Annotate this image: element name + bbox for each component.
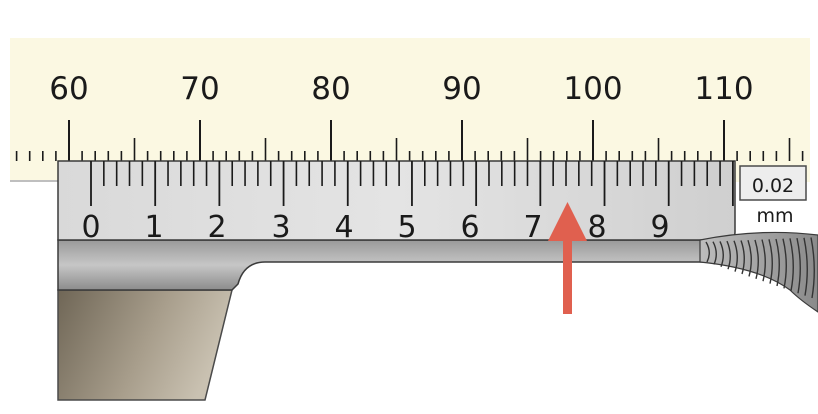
vernier-label-8: 8 — [587, 210, 606, 245]
main-label-110: 110 — [694, 71, 753, 107]
vernier-label-4: 4 — [334, 210, 353, 245]
vernier-label-5: 5 — [397, 210, 416, 245]
resolution-box — [739, 165, 807, 201]
vernier-scale-labels: 0 1 2 3 4 5 6 7 8 9 — [81, 210, 669, 245]
knurl-groove — [803, 237, 808, 296]
main-label-60: 60 — [49, 71, 88, 107]
knurl-groove — [768, 239, 773, 284]
slider-lower-bar — [57, 239, 721, 291]
thumb-wheel — [699, 231, 818, 313]
knurl-groove — [747, 239, 752, 277]
pointer-arrow-shaft — [563, 236, 572, 314]
vernier-label-0: 0 — [81, 210, 100, 245]
knurl-groove — [775, 238, 780, 287]
vernier-label-9: 9 — [650, 210, 669, 245]
vernier-scale-ticks — [90, 161, 734, 206]
knurl-groove — [810, 237, 815, 299]
main-label-70: 70 — [180, 71, 219, 107]
vernier-label-7: 7 — [523, 210, 542, 245]
main-scale-ticks — [15, 120, 804, 161]
vernier-label-1: 1 — [144, 210, 163, 245]
thumb-wheel-knurling — [705, 237, 815, 299]
knurl-groove — [789, 238, 794, 291]
knurl-groove — [712, 241, 717, 265]
knurl-groove — [733, 240, 738, 272]
main-label-80: 80 — [311, 71, 350, 107]
knurl-groove — [705, 241, 710, 263]
vernier-label-6: 6 — [460, 210, 479, 245]
pointer-arrow — [548, 202, 587, 314]
knurl-groove — [726, 240, 731, 270]
main-label-90: 90 — [442, 71, 481, 107]
knurl-groove — [719, 241, 724, 268]
knurl-groove — [796, 237, 801, 294]
knurl-groove — [740, 240, 745, 275]
main-label-100: 100 — [563, 71, 622, 107]
pointer-arrow-head — [548, 202, 587, 241]
vernier-label-2: 2 — [207, 210, 226, 245]
vernier-label-3: 3 — [271, 210, 290, 245]
knurl-groove — [754, 239, 759, 279]
knurl-groove — [761, 239, 766, 282]
knurl-groove — [782, 238, 787, 289]
fixed-jaw — [57, 289, 233, 401]
resolution-unit: mm — [756, 205, 793, 227]
resolution-value: 0.02 — [752, 175, 794, 197]
main-scale-labels: 60 70 80 90 100 110 — [49, 71, 753, 107]
